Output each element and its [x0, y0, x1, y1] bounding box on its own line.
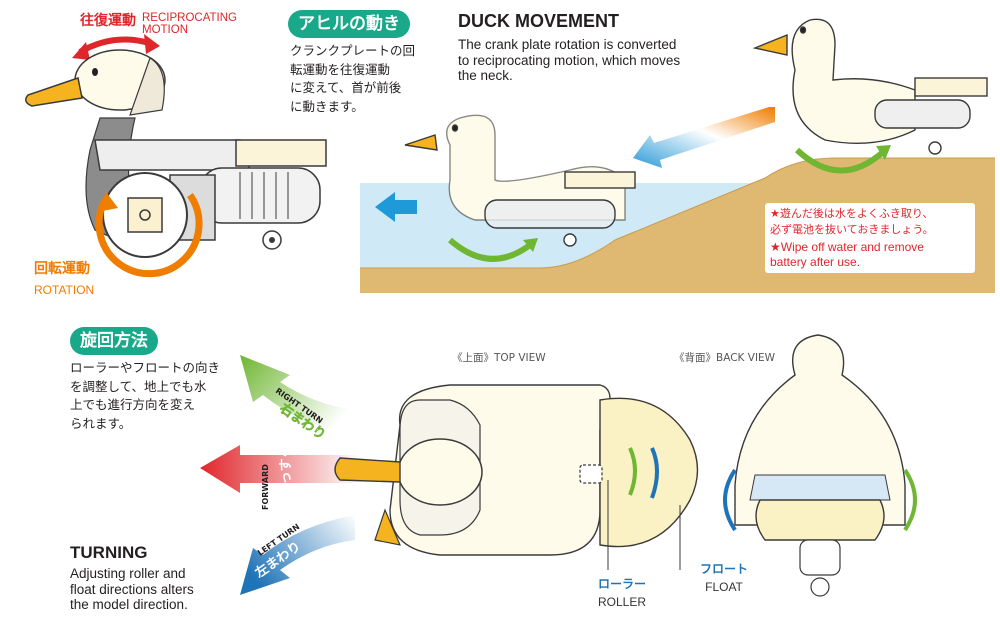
roller-label: ローラー ROLLER	[598, 575, 646, 609]
rotation-label: 回転運動 ROTATION	[34, 258, 94, 296]
duck-movement-title: DUCK MOVEMENT	[458, 11, 619, 31]
warning-jp-line1: ★遊んだ後は水をよくふき取り、	[770, 207, 934, 220]
rotation-en: ROTATION	[34, 283, 95, 297]
warning-en-line2: battery after use.	[770, 255, 861, 269]
jp-line: 転運動を往復運動	[290, 61, 391, 77]
move-left-arrow	[375, 192, 417, 222]
jp-line: クランクプレートの回	[290, 43, 416, 58]
land-rotation-arrow	[794, 147, 885, 174]
water-rotation-arrow	[448, 237, 532, 262]
jp-line: を調整して、地上でも水	[70, 378, 207, 394]
top-view-illustration	[334, 384, 699, 570]
turning-title: TURNING	[70, 543, 148, 562]
back-view-label: 《背面》BACK VIEW	[674, 352, 776, 364]
top-view-label: 《上面》TOP VIEW	[452, 352, 546, 364]
jp-line: 上でも進行方向を変え	[70, 397, 196, 412]
mechanism-illustration	[25, 34, 327, 278]
rotation-jp: 回転運動	[34, 261, 90, 277]
en-line: The crank plate rotation is converted	[458, 37, 677, 52]
reciprocating-en-line1: RECIPROCATING	[142, 12, 237, 24]
duck-movement-badge: アヒルの動き	[288, 10, 410, 38]
roller-jp: ローラー	[598, 577, 647, 591]
back-view-float	[755, 499, 885, 541]
en-line: to reciprocating motion, which moves	[458, 52, 681, 68]
land-duck	[752, 18, 988, 155]
direction-arrows: 右まわり RIGHT TURN まっすぐ FORWARD 左まわり LEFT T…	[200, 355, 360, 595]
warning-en-line1: ★Wipe off water and remove	[770, 240, 924, 254]
rotation-arrow	[95, 192, 203, 278]
warning-jp-line2: 必ず電池を抜いておきましょう。	[770, 223, 934, 236]
forward-arrow	[200, 445, 360, 493]
back-view-illustration	[723, 334, 917, 597]
gradient-direction-arrow	[633, 107, 775, 168]
reciprocating-en-line2: MOTION	[142, 24, 188, 36]
turning-jp-text: ローラーやフロートの向き を調整して、地上でも水 上でも進行方向を変え られます…	[70, 359, 240, 433]
forward-en: FORWARD	[261, 464, 270, 510]
roller-en: ROLLER	[598, 595, 647, 609]
float-en: FLOAT	[705, 580, 743, 594]
en-line: float directions alters	[70, 581, 194, 597]
top-view-float	[599, 397, 699, 548]
en-line: the model direction.	[70, 597, 188, 612]
en-line: Adjusting roller and	[70, 566, 186, 581]
reciprocating-label: 往復運動 RECIPROCATING MOTION	[80, 10, 237, 36]
duck-movement-jp-text: クランクプレートの回 転運動を往復運動 に変えて、首が前後 に動きます。	[290, 42, 450, 116]
float-jp: フロート	[700, 562, 749, 576]
jp-line: に動きます。	[290, 98, 364, 114]
warning-box: ★遊んだ後は水をよくふき取り、 必ず電池を抜いておきましょう。 ★Wipe of…	[765, 203, 975, 273]
left-turn-arrow	[240, 515, 355, 595]
jp-line: ローラーやフロートの向き	[70, 360, 221, 375]
float-label: フロート FLOAT	[700, 560, 748, 594]
right-turn-arrow	[240, 355, 355, 435]
turning-badge: 旋回方法	[70, 327, 158, 355]
duck-movement-en-text: The crank plate rotation is converted to…	[458, 37, 728, 84]
forward-jp: まっすぐ	[279, 446, 294, 497]
reciprocating-jp: 往復運動	[80, 13, 136, 29]
en-line: the neck.	[458, 68, 513, 83]
top-view-roller	[579, 464, 603, 484]
top-view-head	[397, 438, 483, 506]
jp-line: に変えて、首が前後	[290, 80, 402, 95]
turning-en-text: Adjusting roller and float directions al…	[70, 566, 250, 613]
jp-line: られます。	[70, 415, 132, 431]
water-duck	[404, 114, 636, 247]
